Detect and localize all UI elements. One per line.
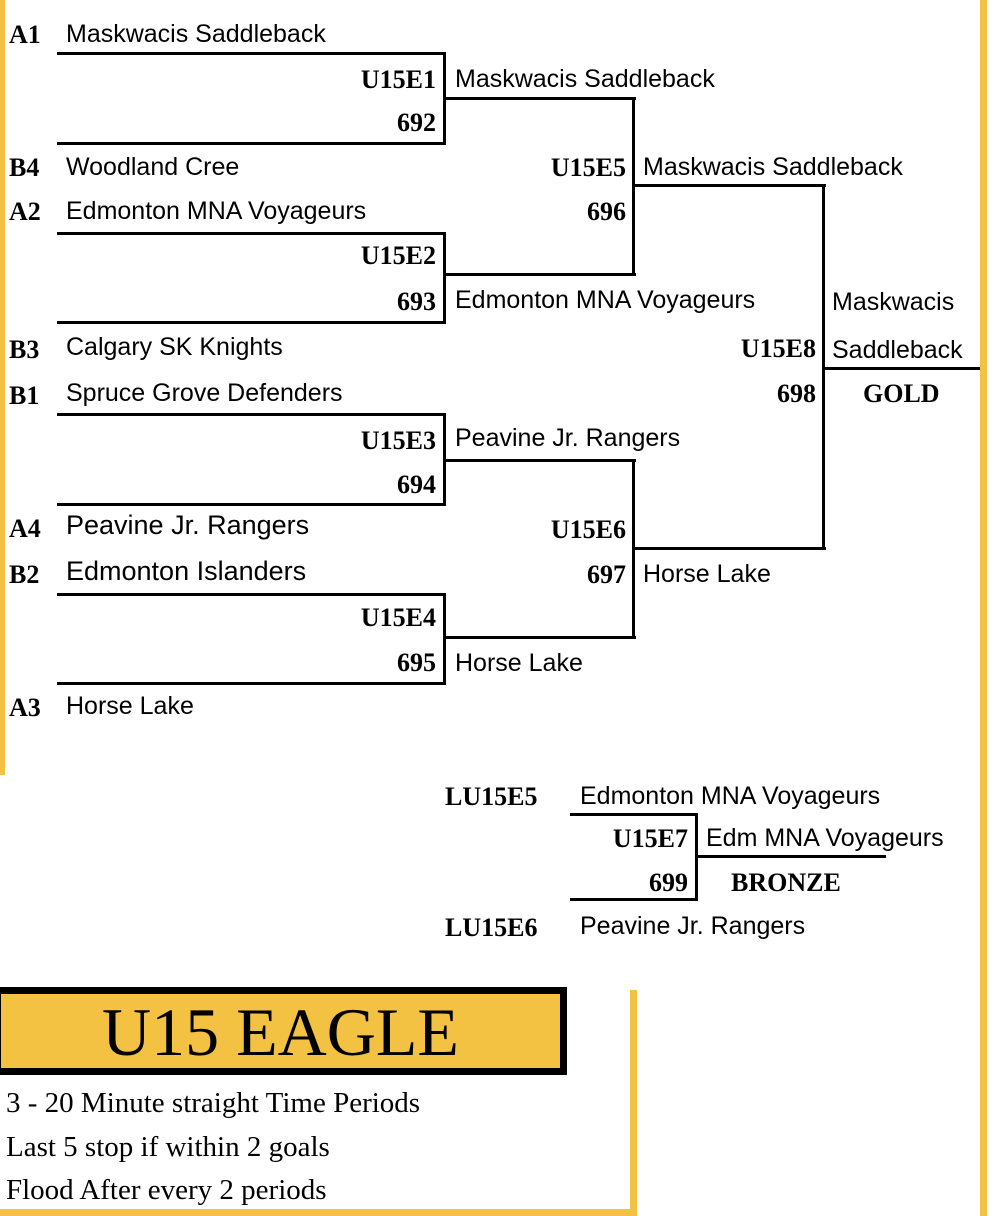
seed-b4-team: Woodland Cree [66,153,240,181]
final-line [635,184,826,187]
game-code-u15e8: U15E8 [740,334,816,363]
r1-connector [443,52,446,145]
champion-name-line2: Saddleback [832,336,963,364]
seed-b2-label: B2 [9,560,40,589]
game-code-u15e1: U15E1 [360,65,436,94]
left-accent-border [0,0,5,775]
seed-a4-team: Peavine Jr. Rangers [66,510,310,540]
r1-line [57,413,446,416]
r1-connector [443,232,446,324]
seed-b1-team: Spruce Grove Defenders [66,379,343,407]
semi-connector [632,97,635,276]
r1-line [57,682,446,685]
division-title-box: U15 EAGLE [0,987,567,1075]
bronze-team2: Peavine Jr. Rangers [580,912,806,940]
r1-connector [443,413,446,506]
seed-b2-team: Edmonton Islanders [66,556,307,586]
r1-line [57,142,446,145]
seed-a1-label: A1 [9,20,41,49]
rules-accent-border-bottom [0,1209,637,1216]
semi-winner-u15e5: Maskwacis Saddleback [643,153,903,181]
game-code-u15e4: U15E4 [360,603,436,632]
seed-a3-label: A3 [9,693,41,722]
game-number-694: 694 [397,470,436,499]
rule-stop-time: Last 5 stop if within 2 goals [6,1131,330,1163]
game-number-695: 695 [397,648,436,677]
gold-medal-label: GOLD [863,379,940,408]
seed-a3-team: Horse Lake [66,692,194,720]
rule-periods: 3 - 20 Minute straight Time Periods [6,1087,421,1119]
game-number-696: 696 [587,197,626,226]
champion-line [825,367,980,370]
seed-a4-label: A4 [9,514,41,543]
game-number-693: 693 [397,287,436,316]
r1-line [57,52,446,55]
game-code-u15e7: U15E7 [612,824,688,853]
r1-line [57,232,446,235]
r1-line [57,503,446,506]
semi-line [446,97,636,100]
right-accent-border [980,0,987,1216]
bronze-line [570,813,698,816]
game-code-u15e6: U15E6 [550,515,626,544]
bronze-team1-label: LU15E5 [445,782,538,811]
rule-flood: Flood After every 2 periods [6,1174,327,1206]
game-code-u15e3: U15E3 [360,426,436,455]
seed-a1-team: Maskwacis Saddleback [66,20,326,48]
seed-b4-label: B4 [9,153,40,182]
semi-line [446,273,636,276]
r1-winner-u15e3: Peavine Jr. Rangers [455,424,681,452]
game-code-u15e5: U15E5 [550,153,626,182]
game-number-699: 699 [649,868,688,897]
semi-connector [632,459,635,639]
bronze-line [570,898,698,901]
semi-winner-u15e6: Horse Lake [643,560,771,588]
rules-accent-border-right [630,990,637,1215]
seed-b1-label: B1 [9,381,40,410]
division-title: U15 EAGLE [102,994,459,1070]
final-line [635,547,826,550]
bronze-team1: Edmonton MNA Voyageurs [580,782,881,810]
r1-winner-u15e2: Edmonton MNA Voyageurs [455,286,756,314]
game-code-u15e2: U15E2 [360,241,436,270]
bronze-connector [695,813,698,901]
bronze-winner: Edm MNA Voyageurs [706,824,944,852]
seed-b3-team: Calgary SK Knights [66,333,283,361]
game-number-698: 698 [777,379,816,408]
r1-winner-u15e4: Horse Lake [455,649,583,677]
r1-line [57,593,446,596]
game-number-697: 697 [587,560,626,589]
champion-name-line1: Maskwacis [832,288,955,316]
seed-a2-label: A2 [9,197,41,226]
seed-a2-team: Edmonton MNA Voyageurs [66,197,367,225]
r1-connector [443,593,446,685]
seed-b3-label: B3 [9,335,40,364]
bronze-medal-label: BRONZE [731,868,841,897]
final-connector [822,184,825,550]
r1-line [57,321,446,324]
game-number-692: 692 [397,108,436,137]
semi-line [446,459,636,462]
bronze-winner-line [698,855,886,858]
r1-winner-u15e1: Maskwacis Saddleback [455,65,715,93]
bronze-team2-label: LU15E6 [445,913,538,942]
semi-line [446,636,636,639]
